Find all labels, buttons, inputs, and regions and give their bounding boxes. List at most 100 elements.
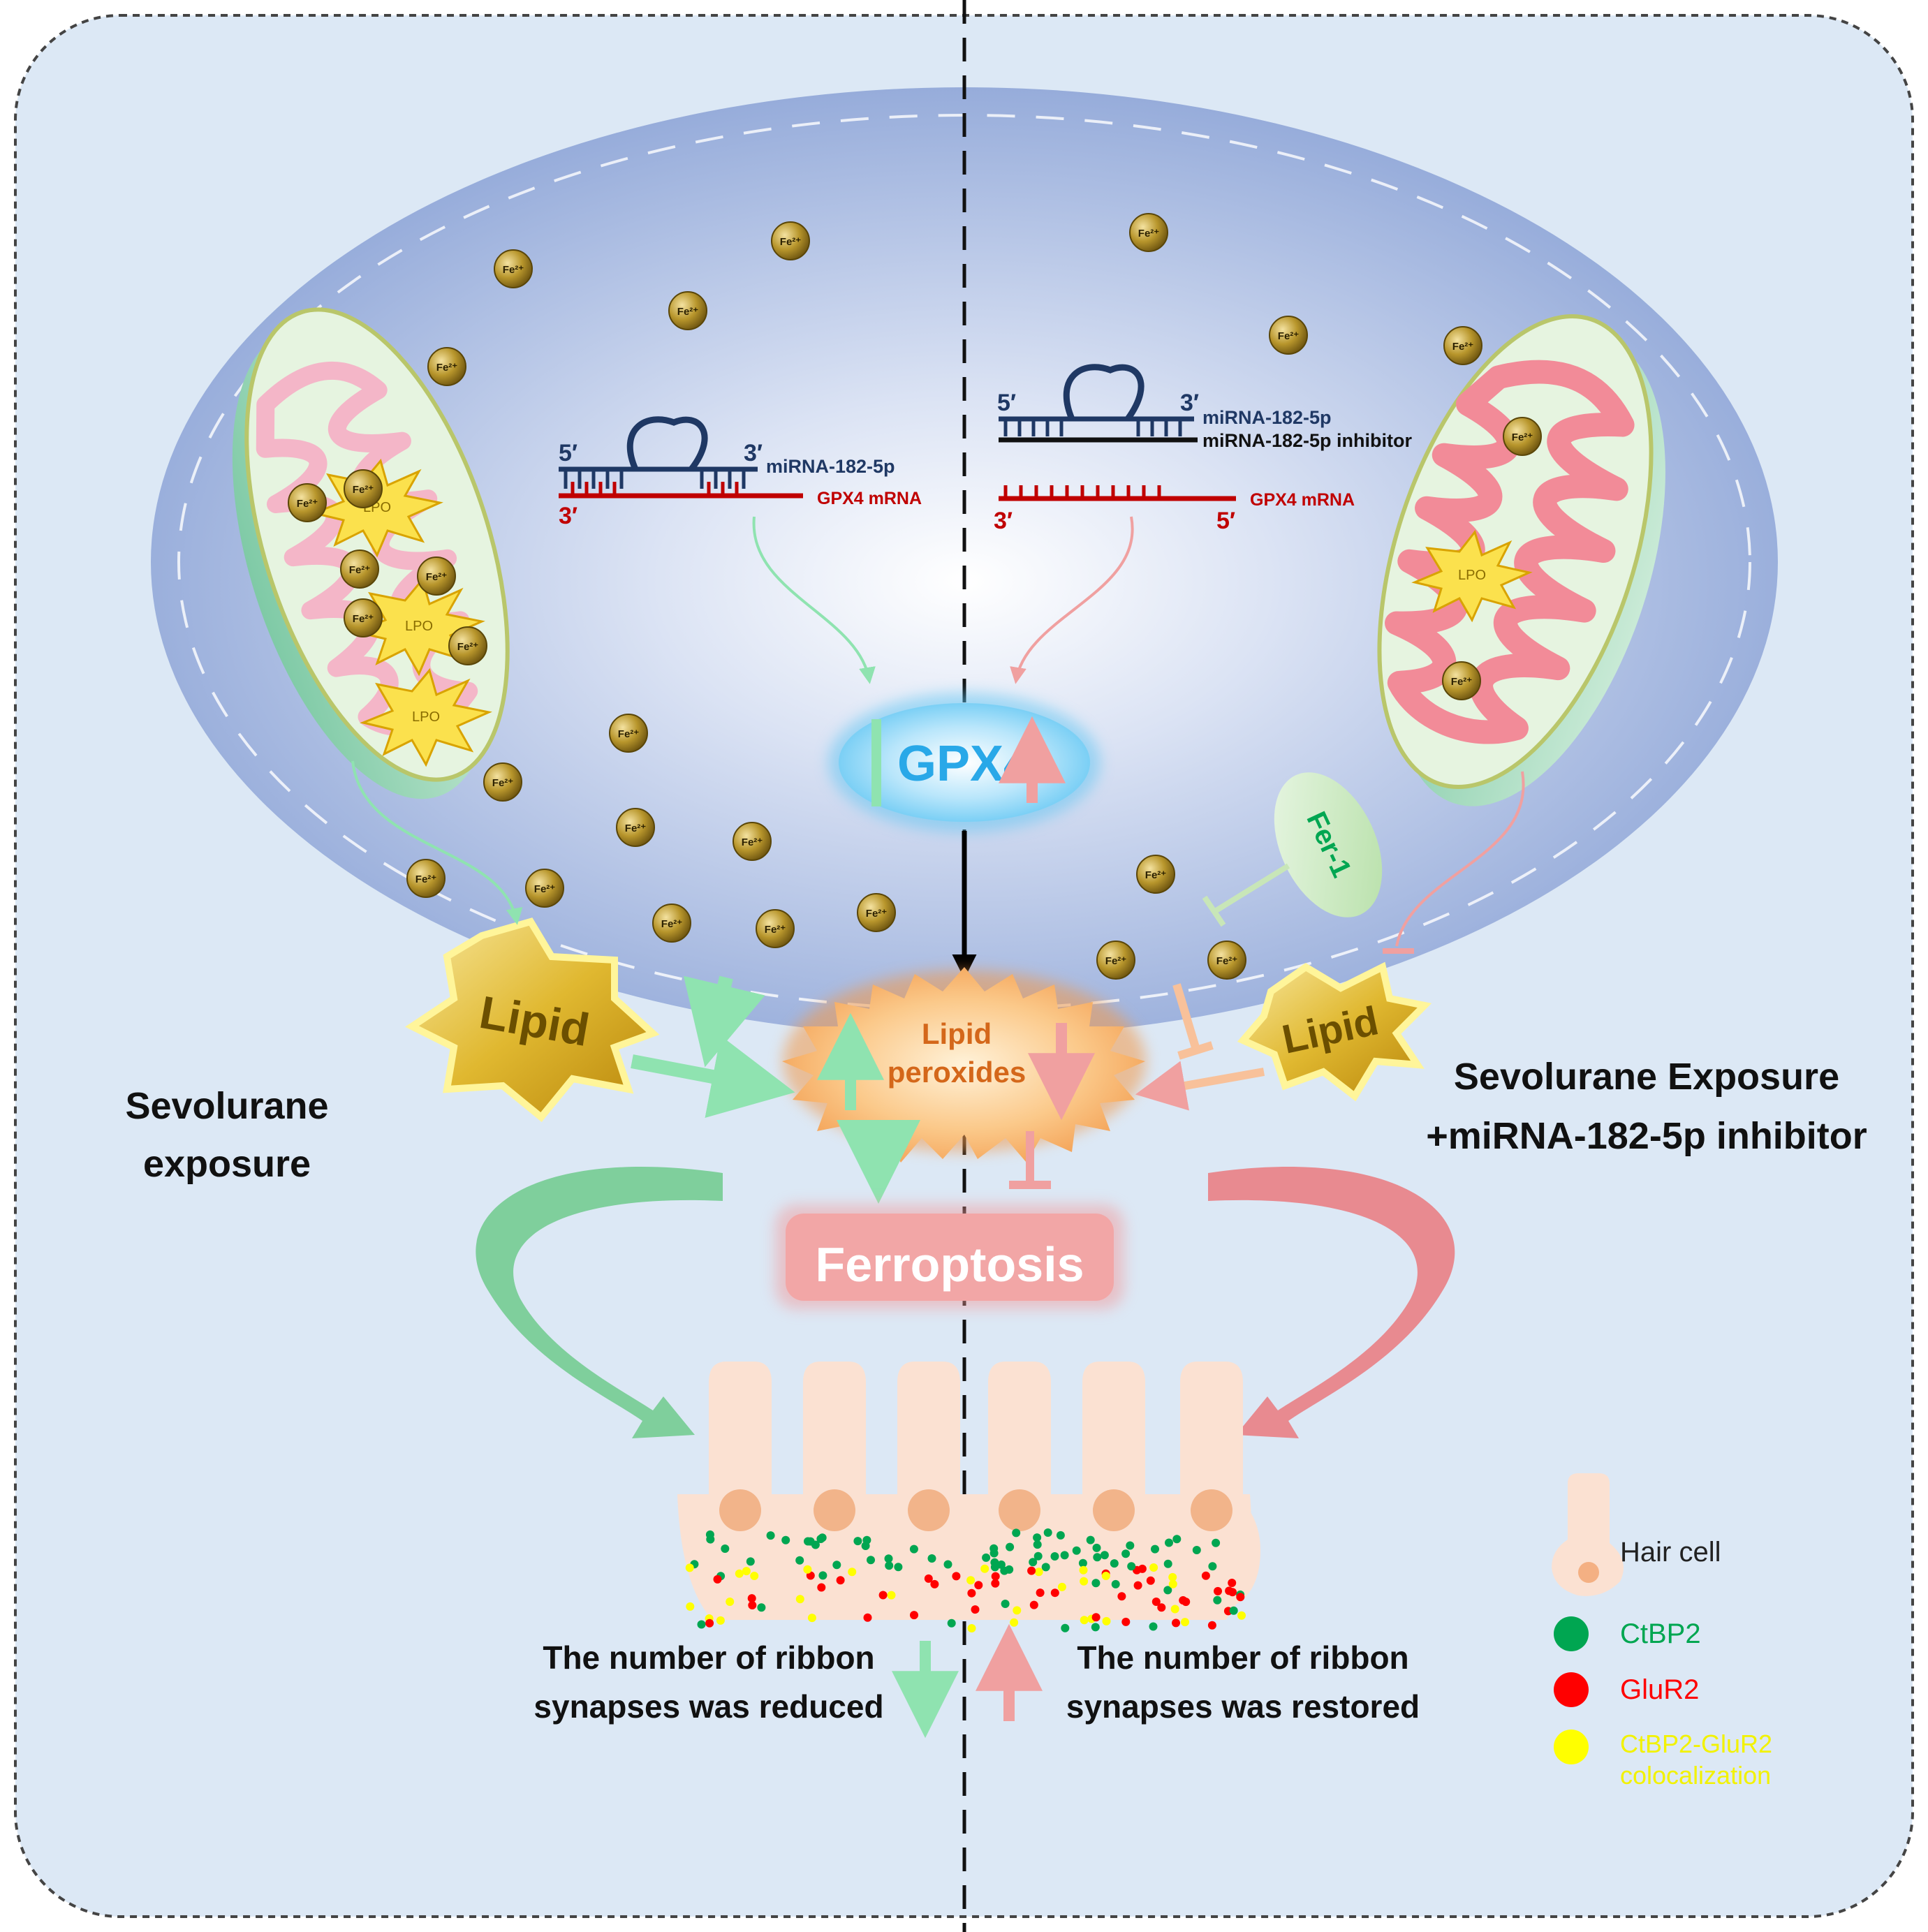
glur2-dot	[836, 1576, 845, 1585]
coloc-dot	[742, 1567, 751, 1576]
ctbp2-dot	[990, 1563, 999, 1572]
ctbp2-dot	[885, 1561, 894, 1570]
legend-ctbp2-label: CtBP2	[1620, 1618, 1701, 1649]
ctbp2-dot	[766, 1531, 775, 1540]
iron-ion: Fe²⁺	[771, 221, 810, 260]
ctbp2-dot	[996, 1560, 1006, 1569]
cell-body	[151, 87, 1778, 1037]
lipid-node-left: Lipid	[405, 917, 660, 1123]
glur2-dot	[1117, 1592, 1126, 1601]
glur2-dot	[713, 1575, 722, 1584]
right-outcome-line2: synapses was restored	[1066, 1688, 1420, 1725]
curved-arrow-left	[476, 1167, 723, 1438]
arrow-mirna-to-gpx4-left	[752, 516, 876, 684]
coloc-dot	[1237, 1611, 1246, 1620]
iron-label: Fe²⁺	[457, 641, 479, 653]
arrow-mrna-to-gpx4-right	[1010, 516, 1134, 684]
ctbp2-dot	[1033, 1540, 1042, 1549]
coloc-dot	[685, 1563, 694, 1572]
ctbp2-dot	[1163, 1559, 1172, 1568]
ctbp2-dot	[1012, 1528, 1021, 1538]
coloc-dot	[795, 1595, 804, 1604]
arrow-mito-to-lipid-left	[351, 760, 523, 925]
ctbp2-dot	[909, 1544, 918, 1554]
mirna-duplex-left: 5′ 3′ miRNA-182-5p 3′ GPX4 mRNA	[559, 416, 922, 529]
iron-ion: Fe²⁺	[733, 822, 772, 861]
gpx4-label: GPX4	[897, 736, 1031, 792]
synapse-dots	[685, 1528, 1246, 1632]
ctbp2-dot	[706, 1535, 715, 1544]
iron-label: Fe²⁺	[661, 918, 683, 930]
iron-label: Fe²⁺	[426, 571, 448, 583]
iron-ion: Fe²⁺	[1269, 316, 1308, 355]
legend-coloc-dot	[1554, 1730, 1589, 1764]
fer1-node: Fer-1	[1274, 772, 1383, 917]
glur2-dot	[1050, 1588, 1059, 1598]
ctbp2-dot	[894, 1563, 903, 1572]
iron-label: Fe²⁺	[503, 264, 524, 276]
iron-label: Fe²⁺	[677, 306, 699, 318]
ctbp2-dot	[982, 1553, 991, 1562]
iron-label: Fe²⁺	[618, 728, 640, 740]
mirna-label: miRNA-182-5p	[1202, 407, 1332, 428]
ctbp2-dot	[1001, 1600, 1010, 1608]
glur2-dot	[1121, 1617, 1131, 1626]
gpx4-mrna-label: GPX4 mRNA	[1250, 490, 1355, 510]
ferroptosis-node: Ferroptosis	[775, 1204, 1124, 1309]
ctbp2-dot	[1029, 1558, 1038, 1567]
iron-ion: Fe²⁺	[344, 469, 383, 508]
iron-ion: Fe²⁺	[344, 598, 383, 637]
legend-ctbp2-dot	[1554, 1616, 1589, 1651]
ctbp2-dot	[1110, 1559, 1119, 1568]
ctbp2-dot	[1100, 1551, 1109, 1560]
glur2-dot	[1225, 1586, 1234, 1595]
hair-cell	[786, 1362, 883, 1613]
ctbp2-dot	[697, 1620, 706, 1629]
iron-ion: Fe²⁺	[652, 904, 691, 943]
glur2-dot	[971, 1605, 980, 1614]
coloc-dot	[1168, 1572, 1177, 1581]
coloc-dot	[1149, 1563, 1158, 1572]
hair-cell-nucleus	[719, 1489, 761, 1531]
iron-label: Fe²⁺	[765, 924, 786, 936]
iron-label: Fe²⁺	[1512, 432, 1533, 443]
iron-ion: Fe²⁺	[1442, 661, 1481, 700]
iron-label: Fe²⁺	[353, 484, 374, 496]
coloc-dot	[686, 1602, 695, 1611]
iron-label: Fe²⁺	[415, 873, 437, 885]
ctbp2-dot	[1213, 1595, 1222, 1605]
ctbp2-dot	[943, 1560, 952, 1569]
iron-particles: Fe²⁺ Fe²⁺ Fe²⁺ Fe²⁺ Fe²⁺ Fe²⁺ Fe²⁺ Fe²⁺ Fe²⁺ Fe²⁺…	[288, 213, 1542, 980]
ctbp2-dot	[1043, 1528, 1052, 1537]
ctbp2-dot	[1072, 1546, 1081, 1555]
coloc-dot	[726, 1598, 735, 1606]
ctbp2-dot	[795, 1556, 804, 1565]
glur2-dot	[1207, 1621, 1216, 1630]
ctbp2-dot	[811, 1540, 820, 1549]
ctbp2-dot	[832, 1561, 841, 1570]
iron-label: Fe²⁺	[742, 836, 763, 848]
coloc-dot	[980, 1564, 989, 1573]
hair-cell-nucleus	[908, 1489, 950, 1531]
ctbp2-dot	[989, 1549, 999, 1558]
ferroptosis-label: Ferroptosis	[815, 1237, 1084, 1292]
ctbp2-dot	[1091, 1579, 1101, 1588]
ctbp2-dot	[1149, 1622, 1158, 1631]
lipid-peroxides-node: Lipid peroxides	[782, 967, 1146, 1163]
ctbp2-dot	[1121, 1549, 1131, 1558]
iron-label: Fe²⁺	[349, 564, 371, 576]
iron-ion: Fe²⁺	[1129, 213, 1168, 252]
hair-cell-nucleus	[1191, 1489, 1232, 1531]
inhibit-iron-to-peroxides-right	[1172, 983, 1200, 1049]
right-outcome-line1: The number of ribbon	[1077, 1639, 1408, 1676]
inhibit-iron-bar-right	[1177, 1041, 1214, 1060]
ctbp2-dot	[721, 1544, 730, 1553]
iron-ion: Fe²⁺	[1503, 417, 1542, 456]
iron-ion: Fe²⁺	[616, 808, 655, 847]
left-panel-title-line2: exposure	[143, 1143, 311, 1185]
iron-ion: Fe²⁺	[1443, 326, 1482, 365]
glur2-dot	[1029, 1600, 1038, 1609]
three-prime-label: 3′	[1180, 390, 1199, 416]
hair-cell	[1065, 1362, 1163, 1613]
